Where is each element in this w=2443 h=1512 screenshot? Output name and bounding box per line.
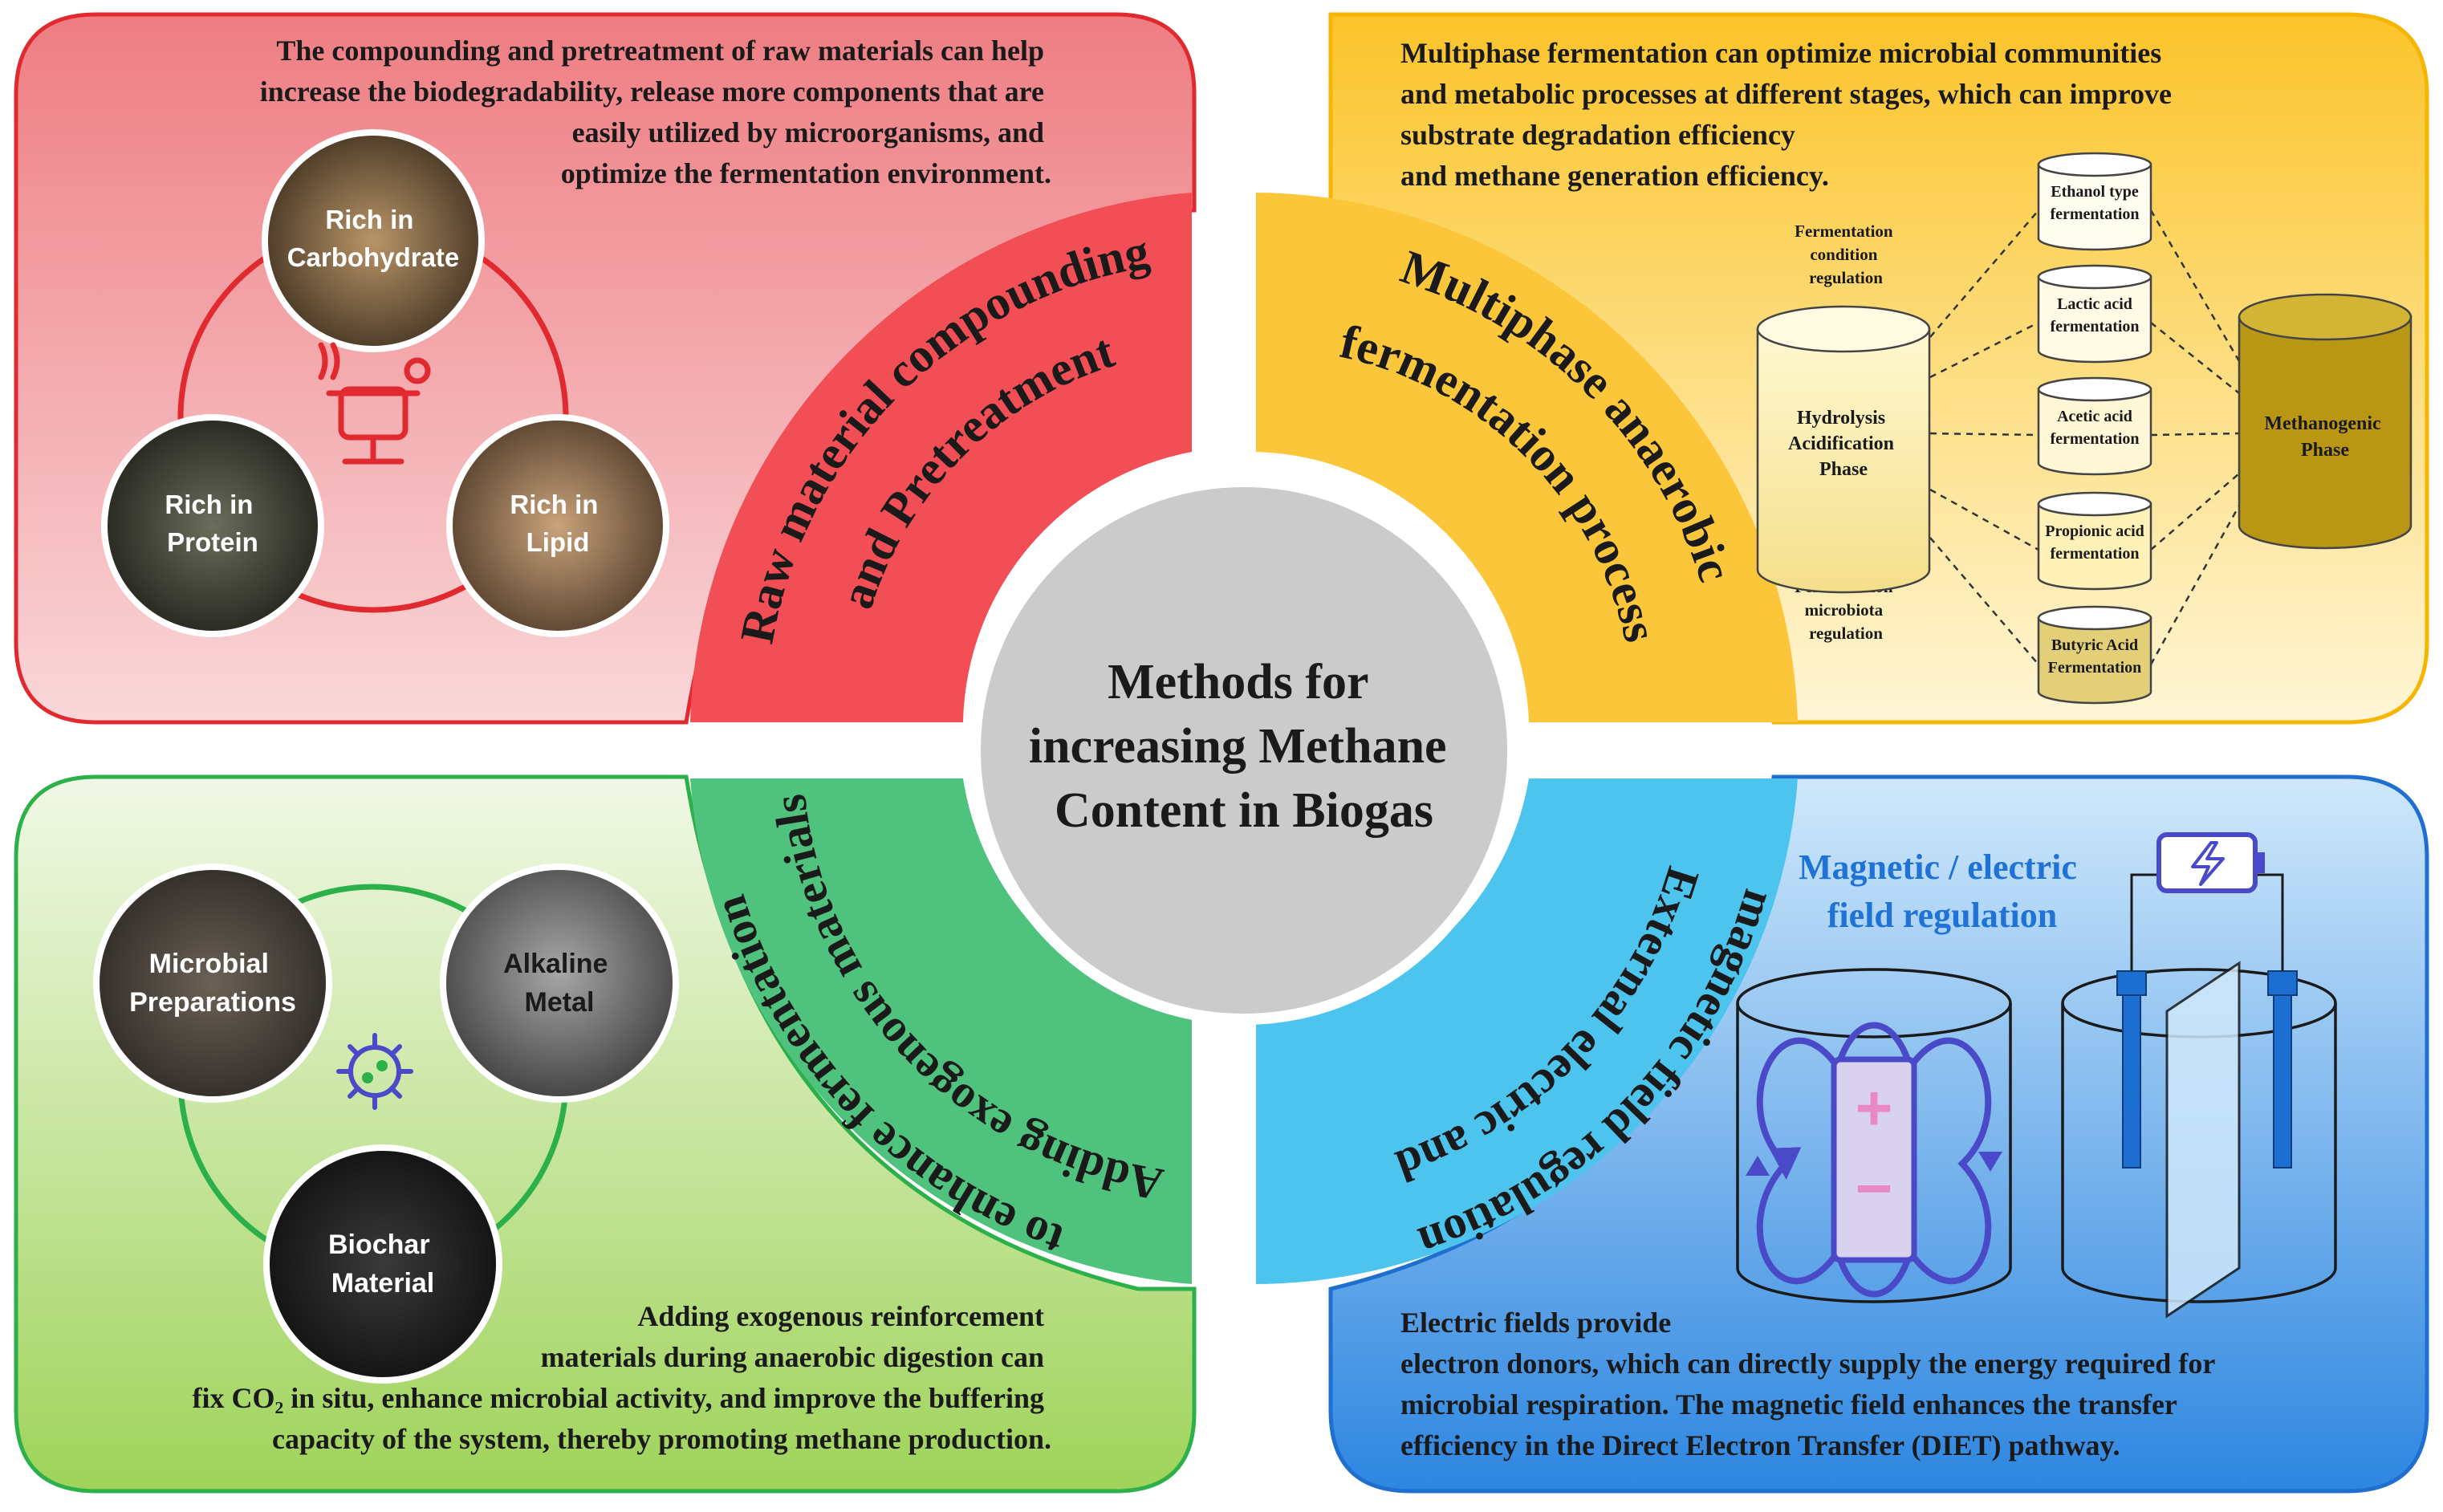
raw-material-description: The compounding and pretreatment of raw … [260,35,1051,189]
svg-text:Biochar Material: Biochar Material [328,1230,437,1299]
magnet-bar [1831,1056,1917,1263]
svg-text:Microbial Preparations: Microbial Preparations [129,949,296,1018]
external-field-description: Electric fields provide electron donors,… [1400,1307,2222,1461]
microbe-icon [336,1033,413,1110]
multiphase-sector [1256,193,1798,722]
left-electrode [2122,974,2141,1169]
raw-item-lipid: Rich in Lipid [446,414,669,637]
center-title: Methods for increasing Methane Content i… [1029,655,1459,838]
multiphase-description: Multiphase fermentation can optimize mic… [1400,37,2179,192]
svg-text:Hydrolysis Acidification: Hydrolysis Acidification Phase [1788,408,1899,480]
hydrolysis-phase-cylinder: Hydrolysis Acidification Phase [1756,305,1931,594]
battery-icon [2156,832,2265,893]
methanogenic-phase-cylinder: Methanogenic Phase [2238,293,2413,550]
minus-symbol: − [1856,1152,1893,1224]
exogenous-description: Adding exogenous reinforcement materials… [193,1300,1051,1455]
raw-item-protein: Rich in Protein [101,414,324,637]
condition-regulation-note: Fermentation condition regulation [1795,222,1897,287]
field-regulation-subtitle: Magnetic / electric field regulation [1799,847,2086,935]
magnetic-reactor: + − [1736,968,2012,1303]
svg-text:Rich in Lipid: Rich in Lipid [510,490,605,557]
svg-text:Rich in Carbohydrate: Rich in Carbohydrate [287,205,460,272]
svg-text:Methanogenic Phase: Methanogenic Phase [2264,413,2385,461]
plus-symbol: + [1856,1072,1893,1144]
raw-material-sector [690,193,1192,722]
cooking-pot-icon [318,342,431,465]
center-circle [969,476,1518,1025]
exo-item-alkaline: Alkaline Metal [440,864,679,1103]
raw-item-carbohydrate: Rich in Carbohydrate [262,129,485,352]
fermentation-connectors [1929,209,2241,665]
external-field-sector [1256,778,1798,1284]
exo-item-biochar: Biochar Material [263,1144,502,1384]
exo-item-microbial: Microbial Preparations [93,864,332,1103]
svg-text:Alkaline Metal: Alkaline Metal [503,949,616,1018]
exogenous-sector [690,778,1192,1284]
right-electrode [2273,974,2292,1169]
svg-text:Rich in Protein: Rich in Protein [165,490,260,557]
electric-reactor [2061,832,2337,1319]
